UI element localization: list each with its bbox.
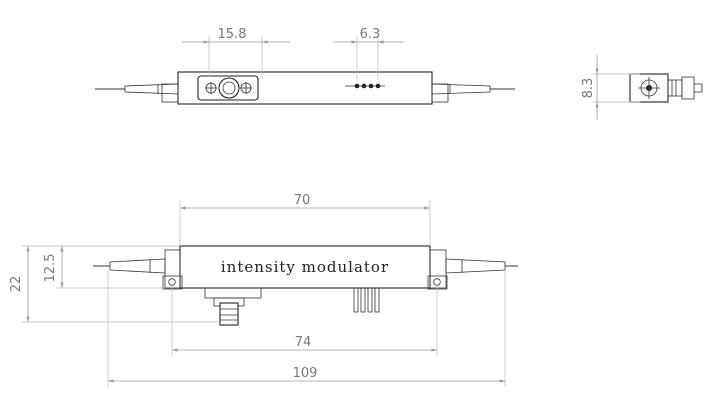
dim-label-8-3: 8.3 bbox=[581, 78, 596, 99]
body-label: intensity modulator bbox=[221, 258, 389, 276]
dim-body-length: 70 bbox=[179, 193, 431, 246]
front-view bbox=[93, 245, 518, 326]
dim-hole-spacing: 74 bbox=[171, 285, 438, 356]
dim-side-height: 8.3 bbox=[581, 55, 640, 120]
dim-top-mount-spacing: 15.8 bbox=[182, 27, 290, 77]
dim-label-74: 74 bbox=[295, 335, 312, 350]
dim-label-70: 70 bbox=[294, 193, 311, 208]
dim-top-pin-pitch: 6.3 bbox=[333, 27, 404, 80]
dim-fiber-axis-height: 12.5 bbox=[43, 245, 180, 289]
dim-label-109: 109 bbox=[293, 366, 318, 381]
dim-overall-length: 109 bbox=[107, 270, 506, 387]
dim-label-15-8: 15.8 bbox=[218, 27, 247, 42]
dim-overall-height: 22 bbox=[9, 245, 220, 323]
side-view bbox=[629, 73, 703, 103]
dim-label-6-3: 6.3 bbox=[360, 27, 381, 42]
top-view bbox=[95, 71, 515, 105]
dim-label-22: 22 bbox=[9, 276, 24, 293]
dim-label-12-5: 12.5 bbox=[43, 254, 58, 283]
